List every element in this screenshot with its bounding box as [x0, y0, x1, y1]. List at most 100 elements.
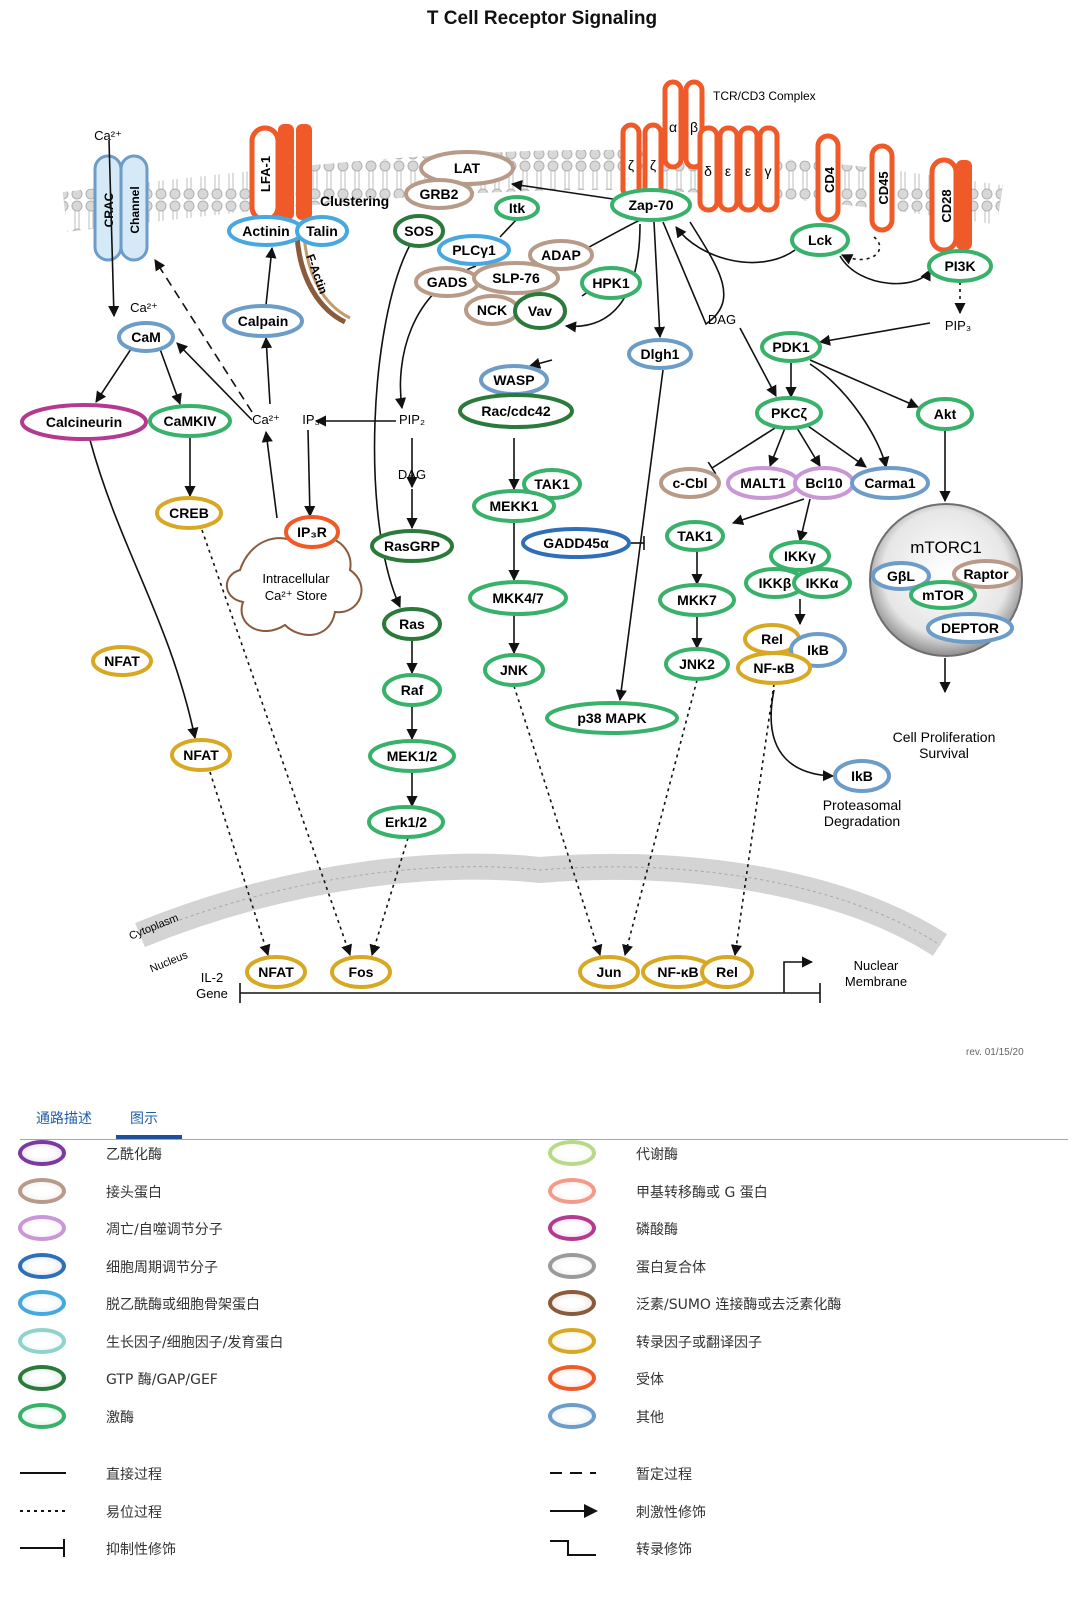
node-label-jnk: JNK [500, 662, 528, 678]
edge-3 [159, 348, 182, 406]
legend-label: 甲基转移酶或 G 蛋白 [636, 1184, 768, 1201]
node-mkk7: MKK7 [658, 583, 736, 617]
edge-29 [739, 327, 777, 397]
legend-swatch [548, 1215, 596, 1241]
edge-56 [622, 679, 698, 957]
intracellular-label-2: Ca²⁺ Store [265, 588, 328, 603]
node-label-gadd45: GADD45α [543, 535, 609, 551]
node-label-gads: GADS [427, 274, 467, 290]
edge-28 [818, 322, 931, 346]
node-label-lat: LAT [454, 160, 481, 176]
node-label-mek12: MEK1/2 [387, 748, 438, 764]
node-label-erk12: Erk1/2 [385, 814, 427, 830]
node-ikkg: IKKγ [769, 540, 831, 572]
node-label-nck: NCK [477, 302, 507, 318]
edge-52 [201, 529, 352, 957]
revision-label: rev. 01/15/20 [966, 1047, 1024, 1058]
zeta-label: ζ [628, 157, 634, 173]
legend-swatch [18, 1140, 66, 1166]
label-proteasomal-1: Proteasomal [823, 797, 902, 813]
node-bcl10: Bcl10 [793, 466, 855, 500]
node-label-mekk1: MEKK1 [489, 498, 538, 514]
alpha-label: α [669, 119, 677, 135]
node-label-pdk1: PDK1 [772, 339, 810, 355]
legend-swatch [548, 1177, 596, 1204]
clustering-label: Clustering [320, 193, 389, 209]
node-akt: Akt [916, 397, 974, 431]
label-dag-left: DAG [398, 467, 426, 482]
node-pdk1: PDK1 [760, 331, 822, 363]
legend-item: 磷酸酶 [548, 1211, 1028, 1247]
mtorc1-label: mTORC1 [910, 538, 981, 557]
node-label-bcl10: Bcl10 [805, 475, 843, 491]
cd4-receptor: CD4 [815, 133, 841, 223]
node-plcg1: PLCγ1 [437, 234, 511, 266]
legend-item: 代谢酶 [548, 1136, 1028, 1172]
legend-swatch [548, 1402, 596, 1429]
edge-49 [615, 369, 664, 702]
line-legend-item: 抑制性修饰 [18, 1531, 498, 1567]
node-p38: p38 MAPK [545, 701, 679, 735]
label-il2-2: Gene [196, 986, 228, 1001]
node-talin: Talin [295, 215, 349, 247]
edge-51 [89, 439, 199, 740]
node-dlgh1: Dlgh1 [627, 338, 693, 370]
edge-47 [528, 357, 553, 369]
edge-35 [796, 427, 821, 467]
legend-label: 转录因子或翻译因子 [636, 1334, 762, 1351]
edge-16 [373, 244, 411, 609]
line-legend-symbol [20, 1509, 66, 1512]
node-ikb2: IkB [833, 759, 891, 793]
label-pip3: PIP₃ [945, 318, 971, 333]
edge-6 [261, 336, 273, 405]
pathway-diagram: ζ ζ α β δ ε ε γ TCR/CD3 Complex CD4 CD45… [20, 79, 1023, 1003]
node-ikka: IKKα [792, 567, 852, 599]
node-carma1: Carma1 [850, 466, 930, 500]
node-label-pi3k: PI3K [944, 258, 975, 274]
label-ip3: IP₃ [302, 412, 320, 427]
node-label-raptor: Raptor [963, 566, 1009, 582]
node-nfkb-n: NF-κB [641, 955, 715, 989]
edge-21 [564, 223, 641, 333]
edge-33 [711, 427, 776, 469]
nuclear-membrane-band [135, 853, 948, 956]
node-cbl: c-Cbl [659, 467, 721, 499]
node-nfat-n: NFAT [245, 955, 307, 989]
legend-item: 蛋白复合体 [548, 1249, 1028, 1285]
node-lat: LAT [419, 150, 515, 186]
node-mekk1: MEKK1 [472, 489, 556, 523]
node-label-plcg1: PLCγ1 [452, 242, 496, 258]
line-legend-label: 直接过程 [106, 1467, 162, 1483]
edge-54 [369, 837, 409, 957]
legend-swatch [18, 1402, 66, 1429]
tab-divider [20, 1139, 1068, 1140]
cd45-label: CD45 [876, 171, 891, 204]
node-label-ikkb: IKKβ [759, 575, 792, 591]
node-itk: Itk [494, 195, 540, 221]
node-deptor: DEPTOR [926, 612, 1014, 644]
tab-diagram[interactable]: 图示 [130, 1111, 158, 1127]
node-slp76: SLP-76 [472, 261, 560, 295]
node-camkiv: CaMKIV [148, 404, 232, 438]
node-tak1b: TAK1 [665, 520, 725, 552]
lfa1-label: LFA-1 [258, 156, 273, 192]
node-label-mtor: mTOR [922, 587, 964, 603]
legend-item: 乙酰化酶 [18, 1136, 498, 1172]
edge-8 [261, 430, 278, 519]
node-nfat1: NFAT [91, 645, 153, 677]
label-nuclear-membrane-1: Nuclear [854, 958, 899, 973]
edge-24 [675, 226, 796, 264]
node-label-ikb2: IkB [851, 768, 873, 784]
node-label-cam: CaM [131, 329, 161, 345]
line-legend-item: 转录修饰 [548, 1531, 1028, 1567]
legend-label: 接头蛋白 [106, 1184, 162, 1201]
legend-label: 激酶 [106, 1409, 134, 1426]
node-label-tak1a: TAK1 [534, 476, 570, 492]
node-jnk2: JNK2 [664, 647, 730, 681]
node-erk12: Erk1/2 [367, 805, 445, 839]
legend-item: 细胞周期调节分子 [18, 1249, 498, 1285]
node-label-nfat2: NFAT [183, 747, 219, 763]
line-legend-symbol [550, 1503, 598, 1518]
tab-pathway-description[interactable]: 通路描述 [36, 1111, 92, 1127]
line-legend-symbol [20, 1539, 65, 1557]
